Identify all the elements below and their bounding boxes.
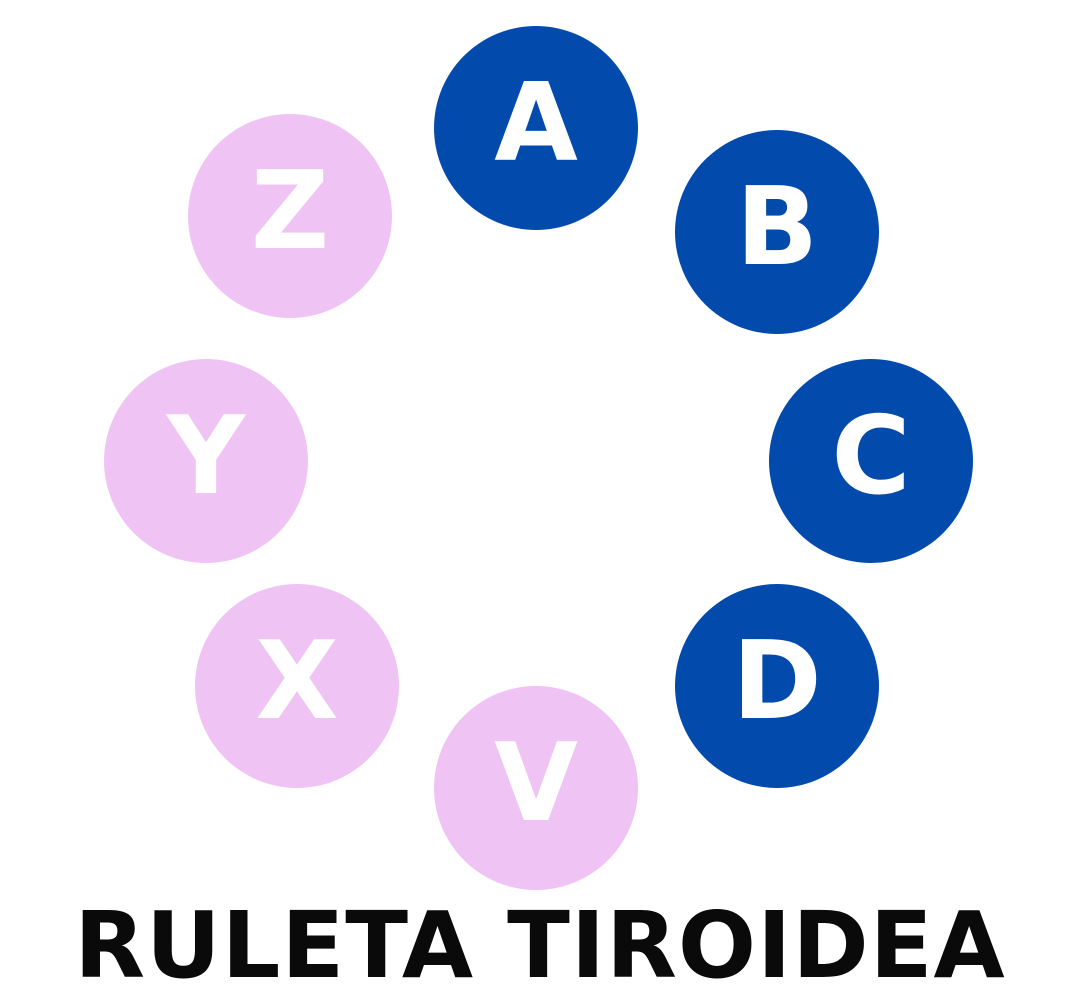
letter-circle-z[interactable]: Z bbox=[188, 114, 392, 318]
letter-label-x: X bbox=[255, 619, 339, 744]
letter-circle-b[interactable]: B bbox=[675, 130, 879, 334]
page-title: RULETA TIROIDEA bbox=[74, 892, 1006, 999]
letter-circle-y[interactable]: Y bbox=[104, 359, 308, 563]
letter-circle-a[interactable]: A bbox=[434, 26, 638, 230]
letter-label-y: Y bbox=[166, 394, 246, 519]
letter-circle-c[interactable]: C bbox=[769, 359, 973, 563]
letter-label-c: C bbox=[831, 394, 911, 519]
letter-label-b: B bbox=[735, 165, 819, 290]
letter-circle-d[interactable]: D bbox=[675, 584, 879, 788]
letter-circle-x[interactable]: X bbox=[195, 584, 399, 788]
letter-label-v: V bbox=[494, 721, 578, 846]
letter-label-a: A bbox=[494, 61, 578, 186]
letter-label-z: Z bbox=[250, 149, 330, 274]
letter-circle-v[interactable]: V bbox=[434, 686, 638, 890]
letter-label-d: D bbox=[732, 619, 822, 744]
